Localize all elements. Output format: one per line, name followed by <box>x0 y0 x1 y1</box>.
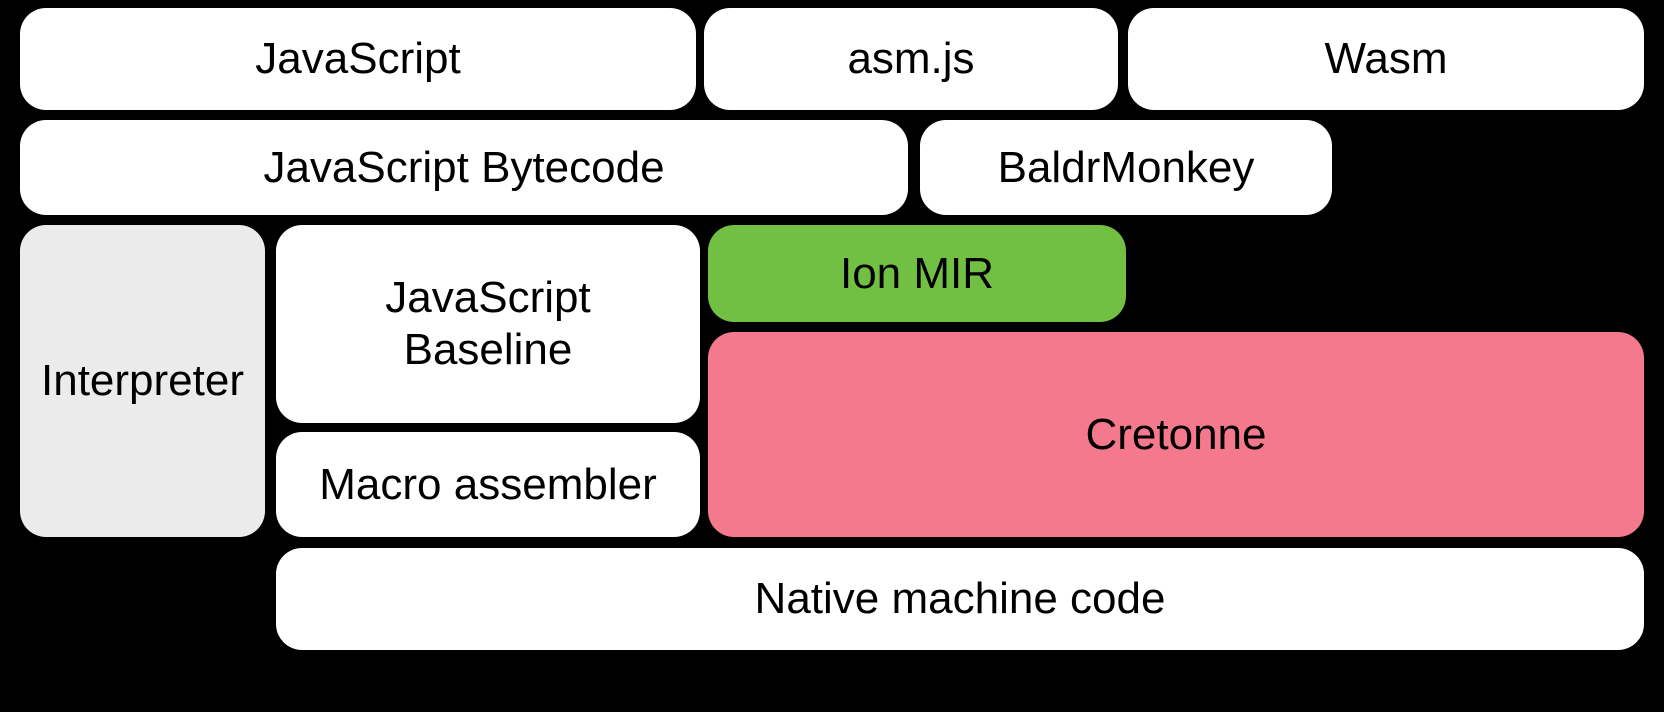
node-javascript[interactable]: JavaScript <box>20 8 696 110</box>
node-interpreter[interactable]: Interpreter <box>20 225 265 537</box>
node-asm-js[interactable]: asm.js <box>704 8 1118 110</box>
node-macro-assembler[interactable]: Macro assembler <box>276 432 700 537</box>
node-baldrmonkey[interactable]: BaldrMonkey <box>920 120 1332 215</box>
node-native-machine-code[interactable]: Native machine code <box>276 548 1644 650</box>
node-wasm[interactable]: Wasm <box>1128 8 1644 110</box>
node-javascript-baseline[interactable]: JavaScript Baseline <box>276 225 700 423</box>
node-cretonne[interactable]: Cretonne <box>708 332 1644 537</box>
node-javascript-bytecode[interactable]: JavaScript Bytecode <box>20 120 908 215</box>
node-ion-mir[interactable]: Ion MIR <box>708 225 1126 322</box>
